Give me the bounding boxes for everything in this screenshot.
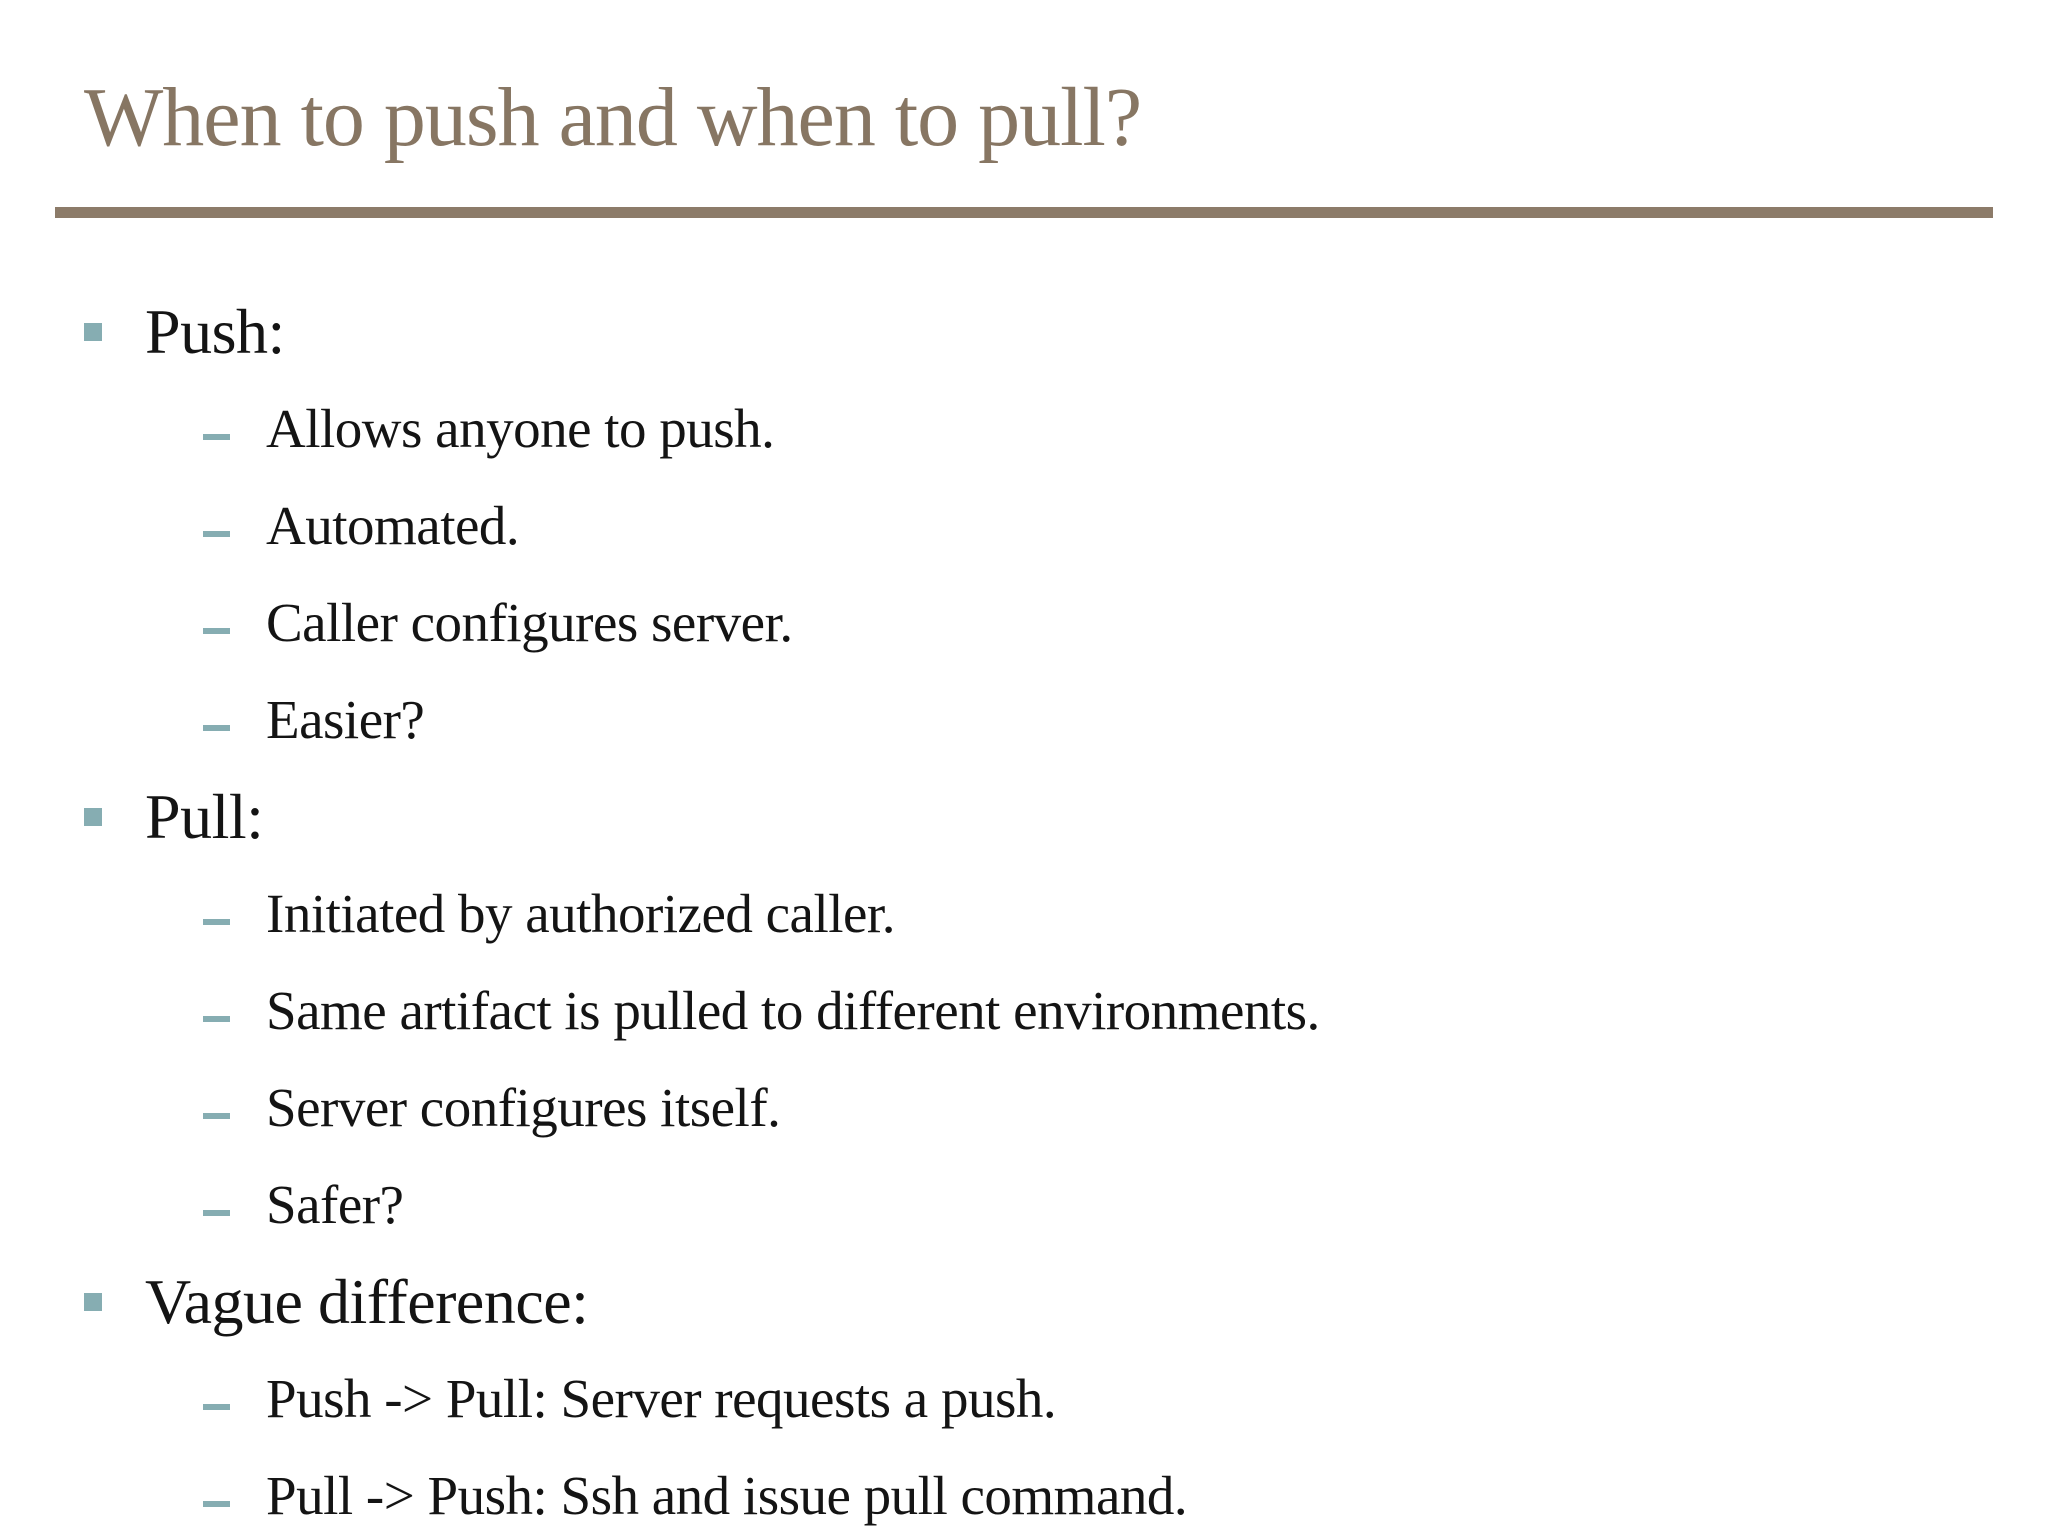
bullet-list: Push: Allows anyone to push. Automated. Cal… [0, 283, 2048, 1536]
list-item-text: Same artifact is pulled to different env… [266, 980, 1320, 1041]
list-item-text: Safer? [266, 1174, 404, 1235]
list-item: Server configures itself. [0, 1059, 2048, 1156]
list-item-text: Allows anyone to push. [266, 398, 775, 459]
list-item-text: Server configures itself. [266, 1077, 781, 1138]
dash-bullet-icon [203, 1403, 230, 1410]
list-item: Vague difference: [0, 1253, 2048, 1350]
list-item-text: Caller configures server. [266, 592, 793, 653]
list-item: Push -> Pull: Server requests a push. [0, 1350, 2048, 1447]
list-item-text: Easier? [266, 689, 425, 750]
dash-bullet-icon [203, 918, 230, 925]
list-item-text: Initiated by authorized caller. [266, 883, 895, 944]
list-item: Easier? [0, 671, 2048, 768]
square-bullet-icon [84, 322, 102, 341]
list-item: Same artifact is pulled to different env… [0, 962, 2048, 1059]
list-item-text: Automated. [266, 495, 520, 556]
list-item: Allows anyone to push. [0, 380, 2048, 477]
dash-bullet-icon [203, 530, 230, 537]
slide-title: When to push and when to pull? [84, 71, 1142, 164]
list-item-text: Push -> Pull: Server requests a push. [266, 1368, 1057, 1429]
dash-bullet-icon [203, 433, 230, 440]
title-divider-rule [55, 207, 1993, 218]
list-item: Caller configures server. [0, 574, 2048, 671]
list-item: Safer? [0, 1156, 2048, 1253]
square-bullet-icon [84, 807, 102, 826]
dash-bullet-icon [203, 1112, 230, 1119]
dash-bullet-icon [203, 724, 230, 731]
list-item-text: Pull: [145, 780, 264, 852]
square-bullet-icon [84, 1292, 102, 1311]
list-item-text: Pull -> Push: Ssh and issue pull command… [266, 1465, 1188, 1526]
dash-bullet-icon [203, 1500, 230, 1507]
dash-bullet-icon [203, 1209, 230, 1216]
list-item-text: Push: [145, 295, 285, 367]
list-item-text: Vague difference: [145, 1265, 589, 1337]
dash-bullet-icon [203, 627, 230, 634]
list-item: Pull: [0, 768, 2048, 865]
list-item: Push: [0, 283, 2048, 380]
list-item: Pull -> Push: Ssh and issue pull command… [0, 1447, 2048, 1536]
list-item: Initiated by authorized caller. [0, 865, 2048, 962]
list-item: Automated. [0, 477, 2048, 574]
dash-bullet-icon [203, 1015, 230, 1022]
